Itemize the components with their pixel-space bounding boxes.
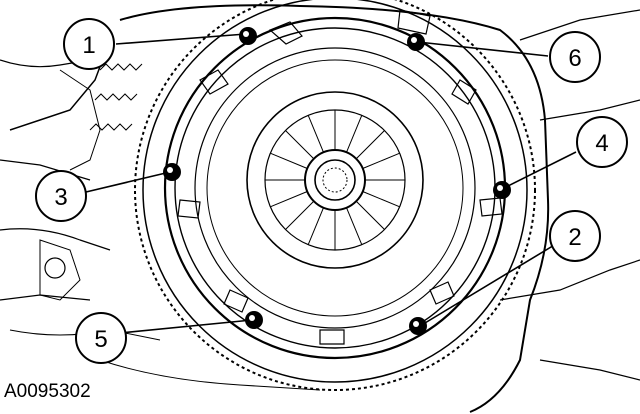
- callout-3-number: 3: [54, 184, 67, 211]
- leader-1: [115, 33, 247, 45]
- leader-lines: [85, 33, 577, 334]
- flywheel-ring-gear: [134, 0, 536, 391]
- bolt-1: [239, 27, 257, 45]
- leader-5: [119, 319, 253, 334]
- leader-6: [417, 41, 549, 57]
- callout-6-number: 6: [568, 45, 581, 72]
- bolt-5: [245, 311, 263, 329]
- bolts: [163, 27, 511, 335]
- bolt-2: [409, 317, 427, 335]
- callout-3: 3: [35, 170, 87, 222]
- callout-5: 5: [75, 312, 127, 364]
- figure-id-label: A0095302: [4, 381, 91, 402]
- housing-outline: [0, 4, 640, 413]
- bolt-6: [407, 33, 425, 51]
- callout-4-number: 4: [595, 130, 608, 157]
- bolt-3: [163, 163, 181, 181]
- callout-1: 1: [63, 18, 115, 70]
- callout-2: 2: [549, 210, 601, 262]
- callout-2-number: 2: [568, 224, 581, 251]
- bolt-4: [493, 181, 511, 199]
- leader-2: [419, 243, 557, 327]
- leader-3: [85, 171, 171, 193]
- diaphragm-spring: [246, 91, 424, 269]
- callout-5-number: 5: [94, 326, 107, 353]
- leader-4: [503, 151, 577, 189]
- callout-6: 6: [549, 31, 601, 83]
- center-hub: [304, 149, 366, 211]
- callout-4: 4: [576, 116, 628, 168]
- callout-1-number: 1: [82, 32, 95, 59]
